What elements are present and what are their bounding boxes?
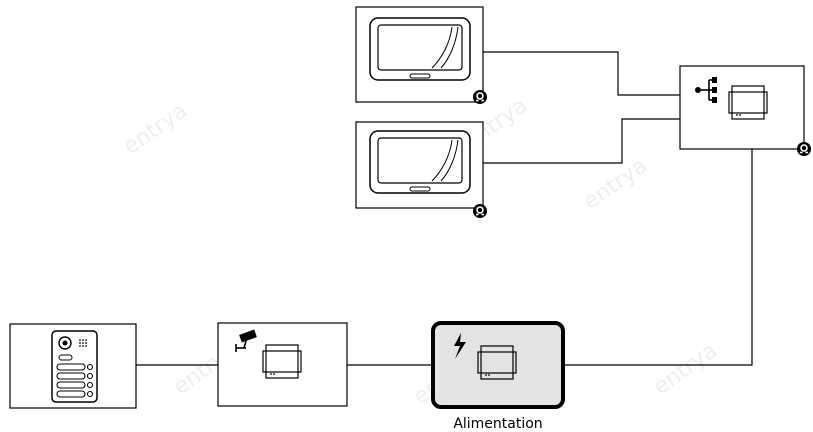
monitor-unit-2 bbox=[355, 121, 488, 219]
watermark-text: entrya bbox=[649, 338, 722, 400]
power-supply: Alimentation bbox=[431, 321, 565, 432]
omega-termination-icon bbox=[796, 141, 812, 157]
watermark-text: entrya bbox=[119, 98, 192, 160]
monitor-unit-1 bbox=[355, 6, 488, 105]
monitor-icon bbox=[369, 17, 471, 81]
network-hub-icon bbox=[695, 77, 717, 103]
lightning-bolt-icon bbox=[454, 333, 466, 359]
wire-monitor-2-to-hub bbox=[483, 118, 680, 164]
wire-hub-to-power-supply bbox=[563, 149, 753, 366]
door-entry-panel-icon bbox=[51, 330, 98, 403]
camera-interface-module bbox=[217, 322, 348, 407]
omega-termination-icon bbox=[472, 203, 488, 219]
wire-monitor-1-to-hub bbox=[483, 51, 680, 96]
door-entry-panel bbox=[9, 323, 137, 409]
monitor-icon bbox=[369, 130, 471, 194]
distributor-box bbox=[679, 65, 805, 150]
cctv-camera-icon bbox=[235, 329, 257, 352]
network-distributor bbox=[679, 65, 812, 157]
omega-termination-icon bbox=[472, 89, 488, 105]
power-supply-label: Alimentation bbox=[453, 416, 542, 432]
camera-module-box bbox=[217, 322, 348, 407]
power-supply-box bbox=[431, 321, 565, 409]
wiring bbox=[136, 51, 753, 366]
